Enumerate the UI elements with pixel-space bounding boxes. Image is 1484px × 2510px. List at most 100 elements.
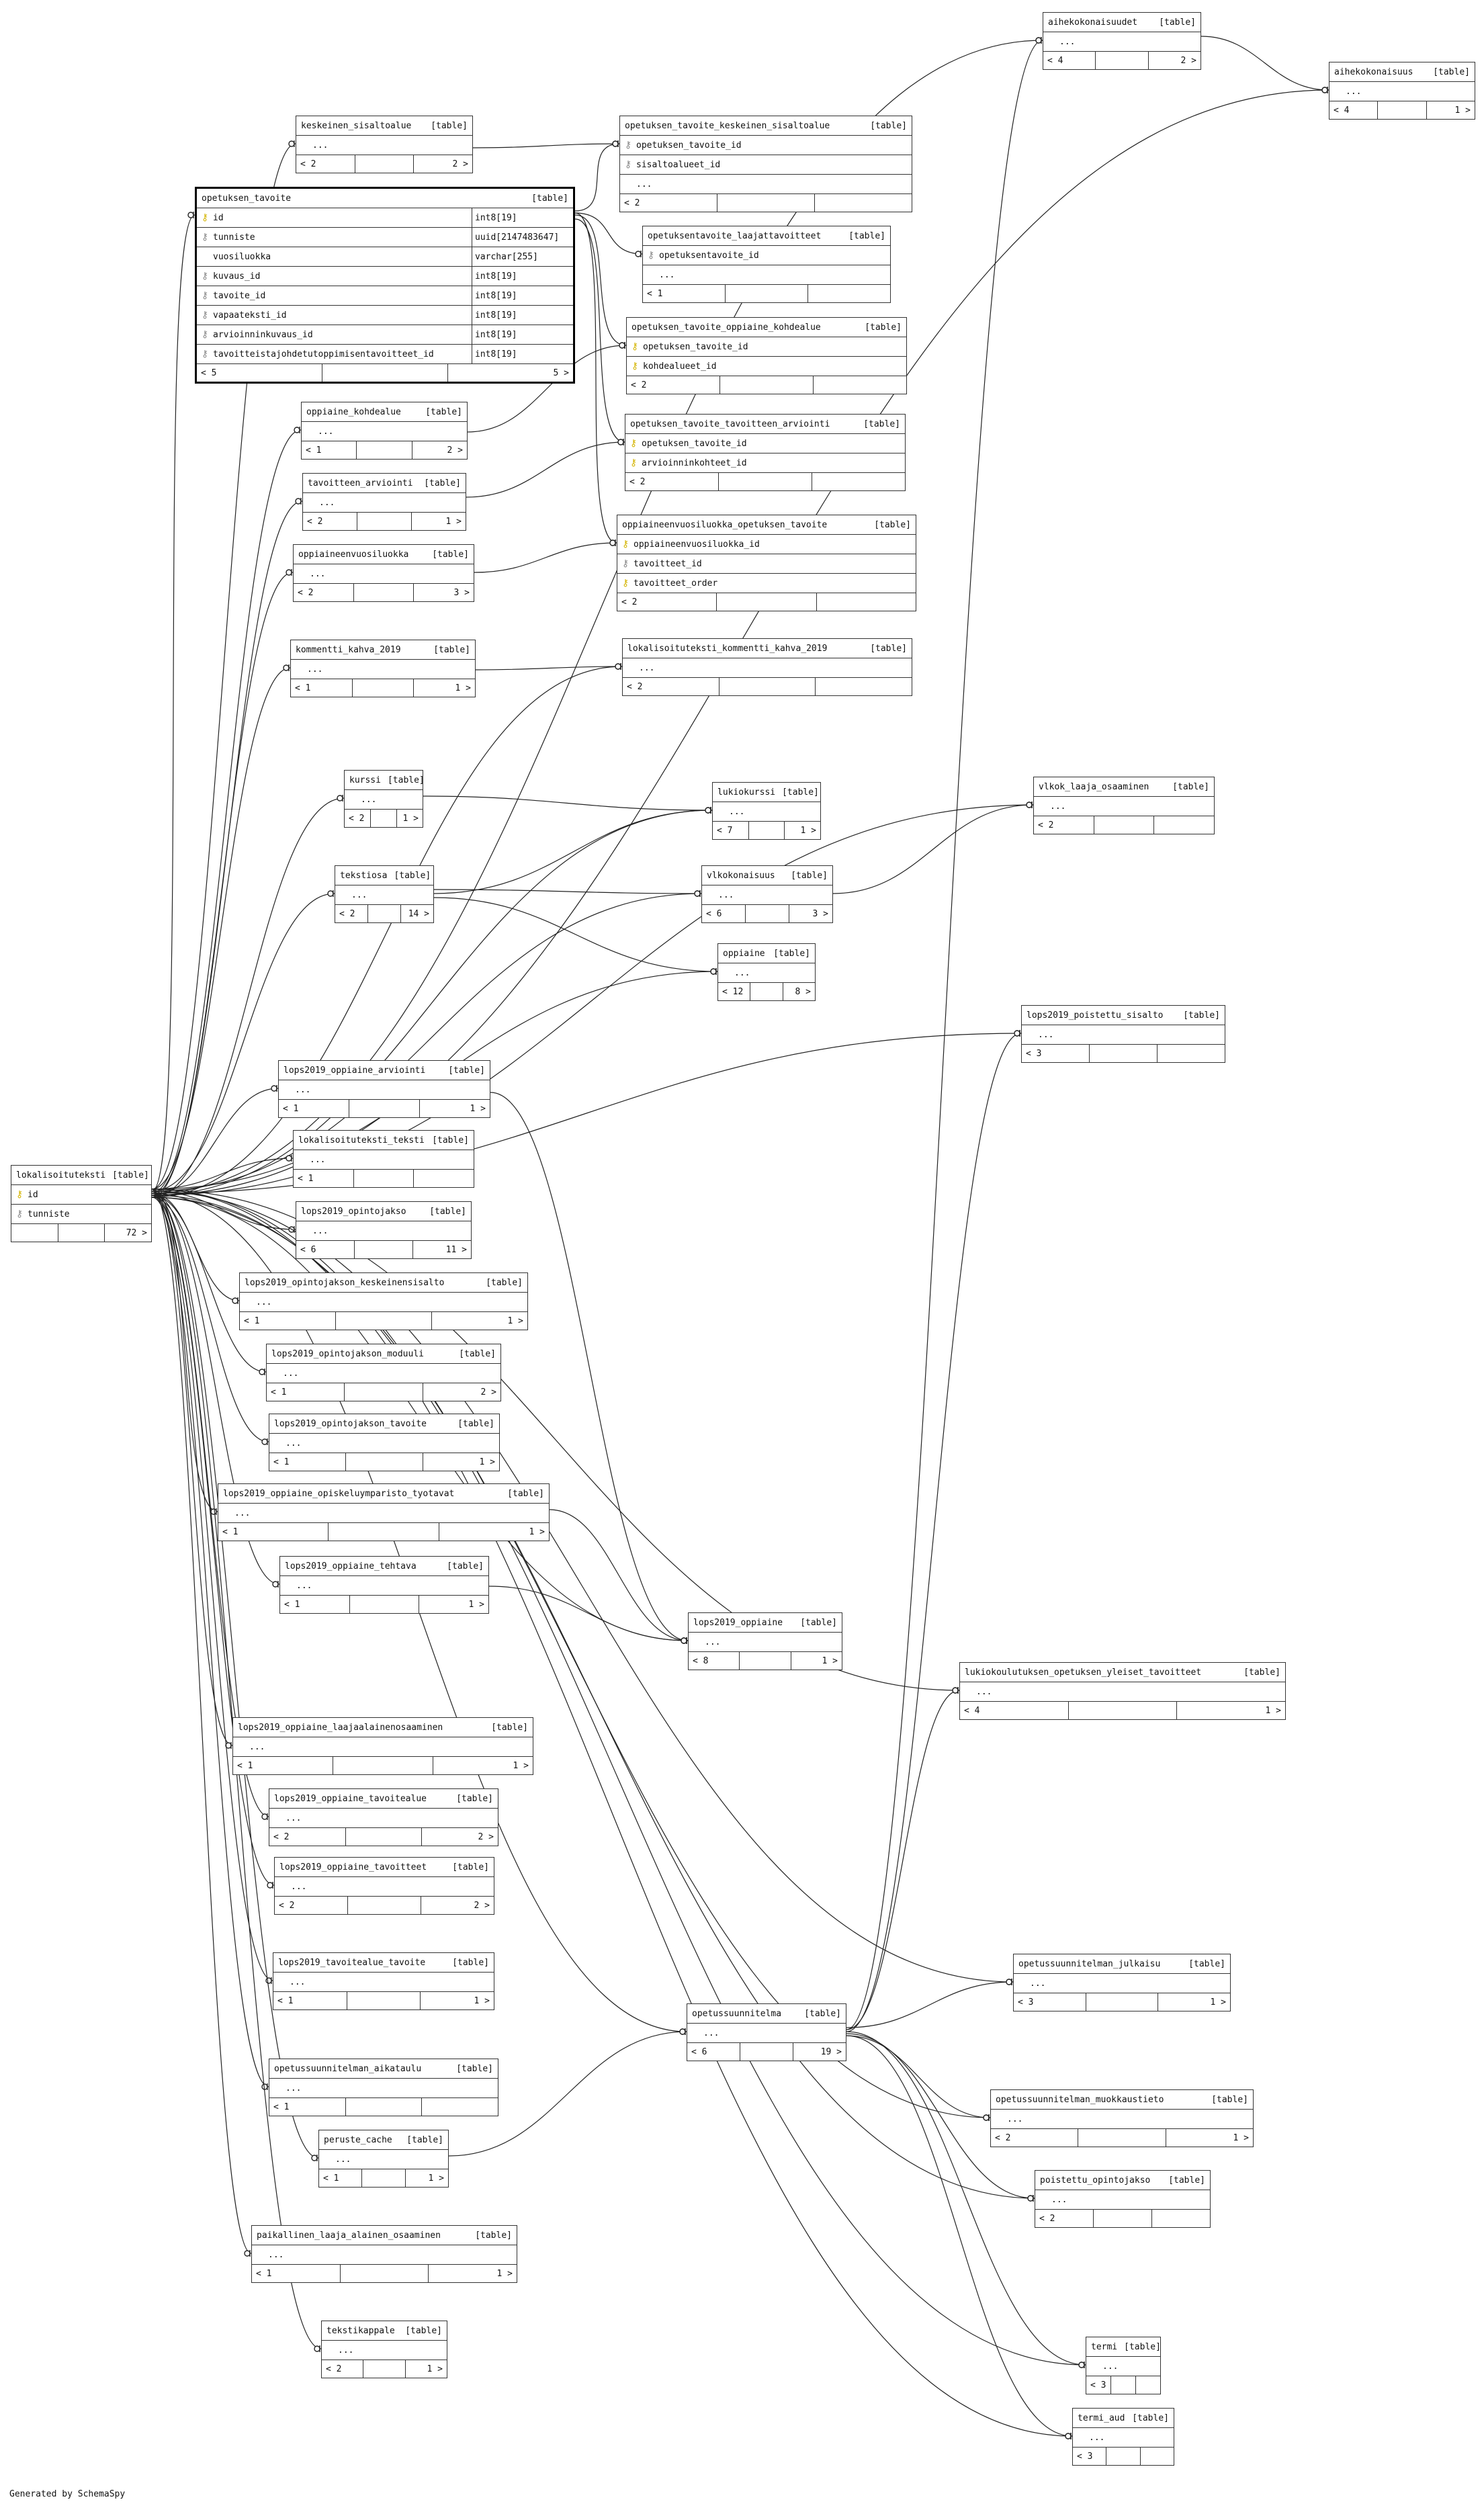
column-row[interactable]: ... [303, 493, 466, 513]
column-row[interactable]: ... [269, 1809, 498, 1828]
children-count[interactable]: 1 > [474, 1995, 490, 2006]
parents-count[interactable]: < 1 [643, 285, 726, 302]
table-name[interactable]: opetussuunnitelman_muokkaustieto [996, 2094, 1164, 2105]
table-name[interactable]: tekstikappale [326, 2325, 395, 2336]
children-count[interactable]: 72 > [126, 1227, 148, 1238]
column-row[interactable]: ... [1014, 1974, 1230, 1993]
parents-count[interactable]: < 2 [345, 810, 371, 827]
parents-count[interactable]: < 7 [713, 822, 749, 839]
parents-count[interactable]: < 2 [335, 905, 368, 922]
parents-count[interactable]: < 2 [322, 2360, 364, 2378]
column-row[interactable]: ... [275, 1877, 494, 1897]
column-row[interactable]: ⚷sisaltoalueet_id [620, 155, 912, 175]
column-row[interactable]: ... [1035, 2190, 1210, 2210]
parents-count[interactable]: < 5 [197, 364, 322, 382]
column-row[interactable]: ⚷opetuksen_tavoite_id [620, 136, 912, 155]
column-row[interactable]: ⚷arvioinninkohteet_id [625, 453, 905, 473]
column-row[interactable]: ⚷tavoitteet_order [617, 574, 916, 593]
parents-count[interactable]: < 1 [233, 1757, 333, 1774]
parents-count[interactable]: < 1 [267, 1383, 345, 1401]
column-row[interactable]: ... [294, 564, 474, 584]
children-count[interactable] [1154, 816, 1214, 834]
table-name[interactable]: lops2019_opintojakson_keskeinensisalto [245, 1277, 445, 1288]
parents-count[interactable]: < 1 [280, 1596, 350, 1613]
table-oppiaineenvuosiluokka-opetuksen-tavoite[interactable]: oppiaineenvuosiluokka_opetuksen_tavoite[… [617, 515, 916, 611]
table-lops2019-oppiaine-tavoitealue[interactable]: lops2019_oppiaine_tavoitealue[table]...<… [269, 1788, 498, 1846]
table-name[interactable]: tavoitteen_arviointi [308, 478, 413, 488]
children-count[interactable] [422, 2098, 498, 2116]
parents-count[interactable]: < 1 [273, 1992, 347, 2009]
table-name[interactable]: opetuksen_tavoite [202, 193, 292, 204]
table-opetussuunnitelman-julkaisu[interactable]: opetussuunnitelman_julkaisu[table]...< 3… [1013, 1954, 1231, 2011]
table-lops2019-opintojakson-tavoite[interactable]: lops2019_opintojakson_tavoite[table]...<… [269, 1414, 500, 1471]
children-count[interactable]: 1 > [1210, 1997, 1227, 2007]
column-row[interactable]: ⚷tavoitteistajohdetutoppimisentavoitteet… [197, 345, 573, 364]
parents-count[interactable]: < 12 [718, 983, 751, 1000]
table-name[interactable]: lokalisoituteksti_teksti [298, 1135, 425, 1145]
parents-count[interactable]: < 1 [279, 1100, 349, 1117]
children-count[interactable]: 1 > [529, 1526, 545, 1537]
children-count[interactable]: 1 > [800, 825, 817, 836]
parents-count[interactable]: < 4 [1329, 101, 1379, 119]
column-row[interactable]: ... [240, 1293, 527, 1312]
children-count[interactable]: 1 > [427, 2364, 443, 2374]
children-count[interactable]: 1 > [513, 1760, 529, 1771]
parents-count[interactable]: < 1 [252, 2265, 341, 2282]
column-row[interactable]: ... [1086, 2357, 1160, 2376]
children-count[interactable]: 2 > [452, 159, 469, 169]
table-name[interactable]: lops2019_opintojakson_tavoite [274, 1418, 427, 1429]
children-count[interactable] [1158, 1045, 1225, 1062]
parents-count[interactable]: < 4 [1043, 52, 1096, 69]
table-name[interactable]: kommentti_kahva_2019 [296, 644, 401, 655]
column-row[interactable]: ... [1022, 1025, 1225, 1045]
column-row[interactable]: ... [960, 1682, 1285, 1702]
table-vlkok-laaja-osaaminen[interactable]: vlkok_laaja_osaaminen[table]...< 2 [1033, 777, 1215, 834]
table-name[interactable]: opetussuunnitelman_julkaisu [1018, 1958, 1161, 1969]
table-name[interactable]: opetussuunnitelman_aikataulu [274, 2063, 422, 2074]
parents-count[interactable]: < 1 [240, 1312, 336, 1330]
table-lops2019-tavoitealue-tavoite[interactable]: lops2019_tavoitealue_tavoite[table]...< … [273, 1952, 494, 2010]
children-count[interactable]: 1 > [455, 683, 472, 693]
children-count[interactable]: 8 > [795, 986, 811, 997]
parents-count[interactable]: < 2 [275, 1897, 348, 1914]
parents-count[interactable]: < 3 [1014, 1993, 1086, 2011]
children-count[interactable]: 1 > [402, 813, 419, 824]
table-termi[interactable]: termi[table]...< 3 [1086, 2337, 1161, 2394]
column-row[interactable]: ⚷opetuksentavoite_id [643, 246, 890, 265]
children-count[interactable] [1136, 2376, 1160, 2394]
column-row[interactable]: ⚷opetuksen_tavoite_id [627, 337, 906, 357]
children-count[interactable] [812, 473, 905, 490]
column-row[interactable]: ... [319, 2150, 448, 2169]
parents-count[interactable]: < 6 [702, 905, 746, 922]
parents-count[interactable]: < 6 [687, 2043, 740, 2061]
parents-count[interactable]: < 2 [991, 2129, 1079, 2147]
children-count[interactable] [815, 194, 912, 212]
table-name[interactable]: peruste_cache [324, 2134, 392, 2145]
column-row[interactable]: ... [620, 175, 912, 194]
parents-count[interactable]: < 2 [627, 376, 720, 394]
children-count[interactable]: 2 > [478, 1831, 494, 1842]
column-row[interactable]: ... [269, 2079, 498, 2098]
children-count[interactable]: 1 > [445, 516, 462, 527]
column-row[interactable]: ... [218, 1504, 549, 1523]
parents-count[interactable] [11, 1224, 58, 1242]
column-row[interactable]: ... [296, 1221, 471, 1241]
table-name[interactable]: aihekokonaisuudet [1048, 17, 1138, 28]
table-name[interactable]: lops2019_oppiaine_tehtava [285, 1561, 417, 1571]
table-name[interactable]: opetuksen_tavoite_keskeinen_sisaltoalue [625, 120, 830, 131]
column-row[interactable]: ... [302, 422, 467, 441]
parents-count[interactable]: < 1 [291, 679, 353, 697]
column-row[interactable]: ... [322, 2341, 447, 2360]
table-lops2019-poistettu-sisalto[interactable]: lops2019_poistettu_sisalto[table]...< 3 [1021, 1005, 1225, 1063]
column-row[interactable]: ... [1073, 2428, 1174, 2448]
children-count[interactable]: 1 > [507, 1315, 523, 1326]
